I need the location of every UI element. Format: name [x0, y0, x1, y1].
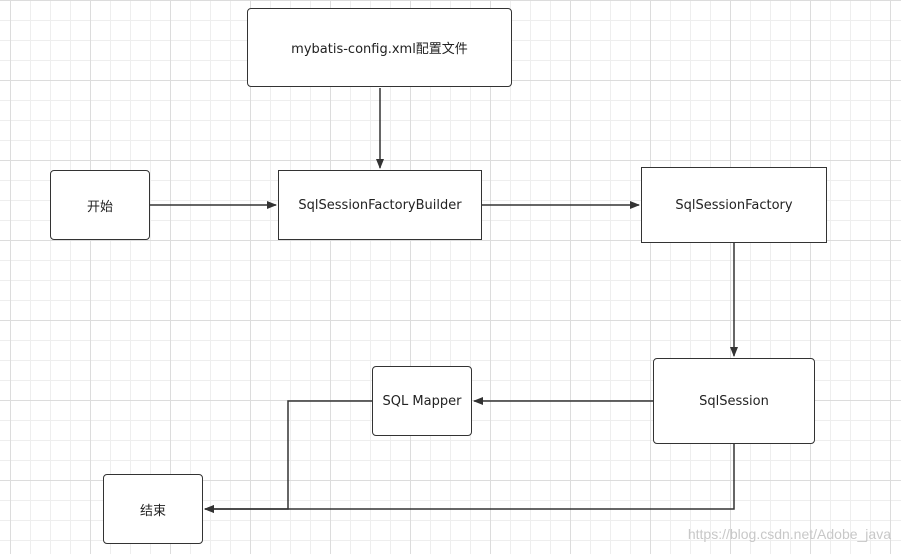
- node-start-label: 开始: [86, 199, 113, 215]
- node-config-file-label: mybatis-config.xml配置文件: [291, 42, 468, 57]
- node-end[interactable]: 结束: [103, 474, 203, 544]
- node-sqlsession-label: SqlSession: [699, 393, 769, 409]
- edge-mapper-to-end: [204, 400, 372, 513]
- node-sqlsessionfactorybuilder-label: SqlSessionFactoryBuilder: [298, 197, 462, 213]
- node-end-label: 结束: [139, 503, 166, 519]
- node-sql-mapper[interactable]: SQL Mapper: [372, 366, 472, 436]
- edge-session-to-end: [204, 444, 735, 513]
- node-sql-mapper-label: SQL Mapper: [382, 393, 462, 409]
- node-sqlsession[interactable]: SqlSession: [653, 358, 815, 444]
- node-start[interactable]: 开始: [50, 170, 150, 240]
- watermark-text: https://blog.csdn.net/Adobe_java: [687, 526, 891, 542]
- node-sqlsessionfactory[interactable]: SqlSessionFactory: [641, 167, 827, 243]
- node-sqlsessionfactory-label: SqlSessionFactory: [675, 197, 793, 213]
- node-config-file[interactable]: mybatis-config.xml配置文件: [247, 8, 512, 87]
- node-sqlsessionfactorybuilder[interactable]: SqlSessionFactoryBuilder: [278, 170, 482, 240]
